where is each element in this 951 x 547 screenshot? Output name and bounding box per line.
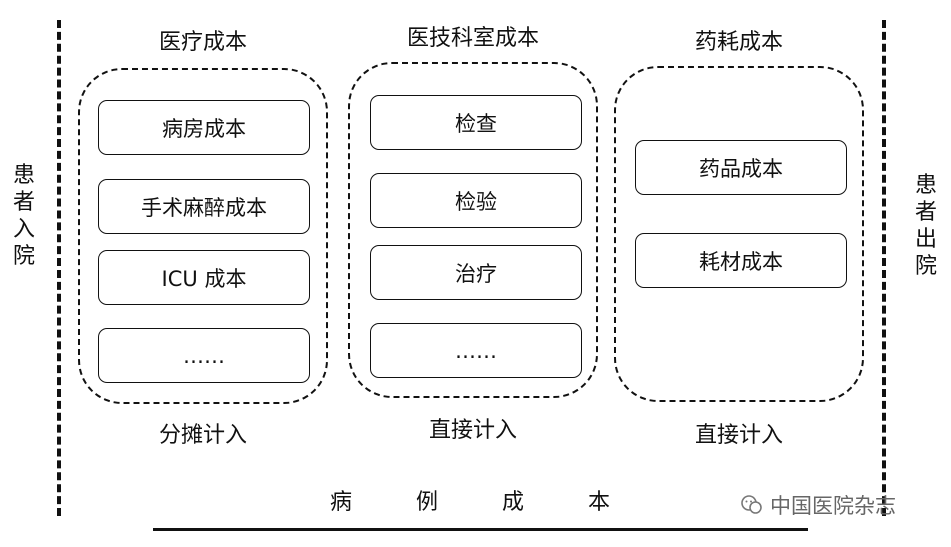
group-title-medtech-cost: 医技科室成本 — [406, 26, 539, 51]
group-title-medical-cost: 医疗成本 — [158, 30, 247, 55]
group-note-allocated: 分摊计入 — [158, 423, 247, 448]
item-consumable-cost: 耗材成本 — [635, 233, 847, 288]
watermark-text: 中国医院杂志 — [770, 494, 896, 518]
item-icu-cost: ICU 成本 — [98, 250, 310, 305]
item-laboratory-test: 检验 — [370, 173, 582, 228]
discharge-label: 患 者 出 院 — [914, 173, 937, 279]
case-cost-label: 病例成本 — [330, 490, 675, 515]
watermark: 中国医院杂志 — [740, 490, 896, 520]
item-ward-cost: 病房成本 — [98, 100, 310, 155]
item-surgery-anesthesia-cost: 手术麻醉成本 — [98, 179, 310, 234]
item-drug-cost: 药品成本 — [635, 140, 847, 195]
group-medical-cost — [78, 68, 328, 404]
admission-label: 患 者 入 院 — [12, 163, 35, 269]
item-medtech-more: …… — [370, 323, 582, 378]
item-treatment: 治疗 — [370, 245, 582, 300]
group-title-drug-consumable-cost: 药耗成本 — [694, 30, 783, 55]
group-note-direct-drug: 直接计入 — [694, 423, 783, 448]
group-medtech-cost — [348, 62, 598, 398]
group-note-direct-medtech: 直接计入 — [428, 418, 517, 443]
admission-boundary-line — [57, 20, 61, 516]
discharge-boundary-line — [882, 20, 886, 516]
item-medical-more: …… — [98, 328, 310, 383]
group-drug-consumable-cost — [614, 66, 864, 402]
item-examination: 检查 — [370, 95, 582, 150]
case-cost-baseline — [153, 528, 808, 531]
wechat-icon — [741, 495, 762, 514]
